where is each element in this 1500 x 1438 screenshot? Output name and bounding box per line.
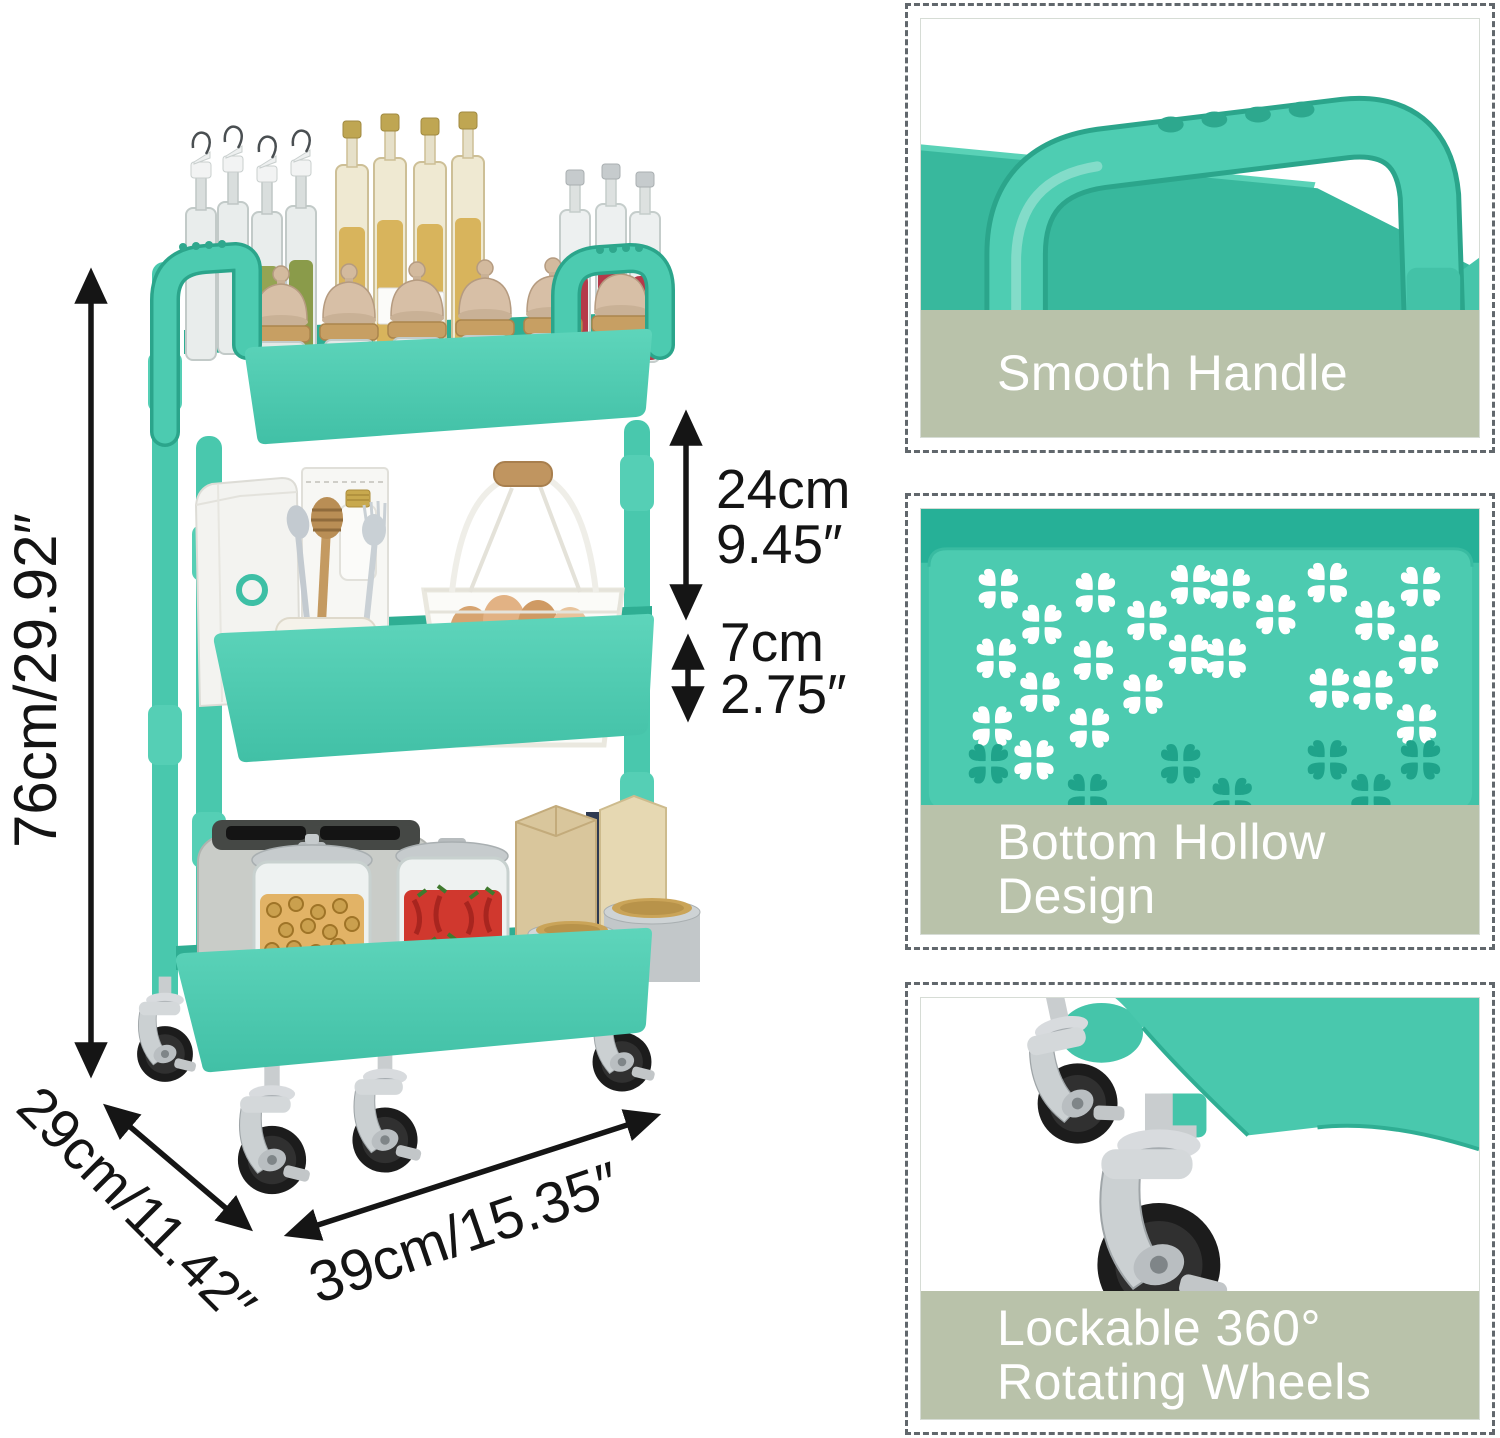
rotating-wheels-photo: Lockable 360° Rotating Wheels [920, 997, 1480, 1420]
annotated-cart-photo: 76cm/29.92″ 24cm 9.45″ 7cm 2.75″ 29cm/11… [2, 111, 851, 1337]
bottom-tier [136, 794, 701, 1195]
width-arrow-icon [283, 1109, 662, 1241]
feature-panel-rotating-wheels: Lockable 360° Rotating Wheels [905, 982, 1495, 1435]
top-bin [244, 328, 652, 445]
feature-caption-line: Design [997, 868, 1156, 925]
basket-depth-cm-label: 7cm [720, 611, 824, 673]
width-dimension-label: 39cm/15.35″ [301, 1149, 628, 1316]
tier-gap-inch-label: 9.45″ [716, 513, 843, 575]
feature-panel-bottom-hollow: Bottom Hollow Design [905, 493, 1495, 950]
bottom-bin [175, 927, 652, 1073]
handle-finger-grooves [1157, 101, 1315, 133]
feature-caption-line: Bottom Hollow [997, 814, 1326, 871]
basket-depth-inch-label: 2.75″ [720, 663, 847, 725]
middle-bin [213, 613, 654, 763]
depth-dimension-label: 29cm/11.42″ [6, 1074, 269, 1337]
feature-caption-line: Lockable 360° [997, 1300, 1321, 1357]
cart-bottom-corner [1115, 998, 1479, 1150]
cart-handles [150, 240, 675, 447]
bottom-hollow-photo: Bottom Hollow Design [920, 508, 1480, 935]
basket-wood-handle [493, 461, 553, 487]
cart-illustration [136, 111, 701, 1195]
feature-panel-smooth-handle: Smooth Handle [905, 3, 1495, 453]
height-dimension-label: 76cm/29.92″ [2, 513, 69, 848]
feature-caption-line: Smooth Handle [997, 345, 1349, 402]
middle-tier [194, 461, 654, 763]
feature-caption: Lockable 360° Rotating Wheels [921, 1291, 1479, 1419]
feature-caption: Smooth Handle [921, 309, 1479, 437]
smooth-handle-photo: Smooth Handle [920, 18, 1480, 438]
feature-caption: Bottom Hollow Design [921, 804, 1479, 934]
feature-caption-line: Rotating Wheels [997, 1354, 1372, 1411]
tier-gap-cm-label: 24cm [716, 458, 851, 520]
top-tier [150, 111, 675, 447]
depth-arrow-icon [103, 1103, 253, 1232]
